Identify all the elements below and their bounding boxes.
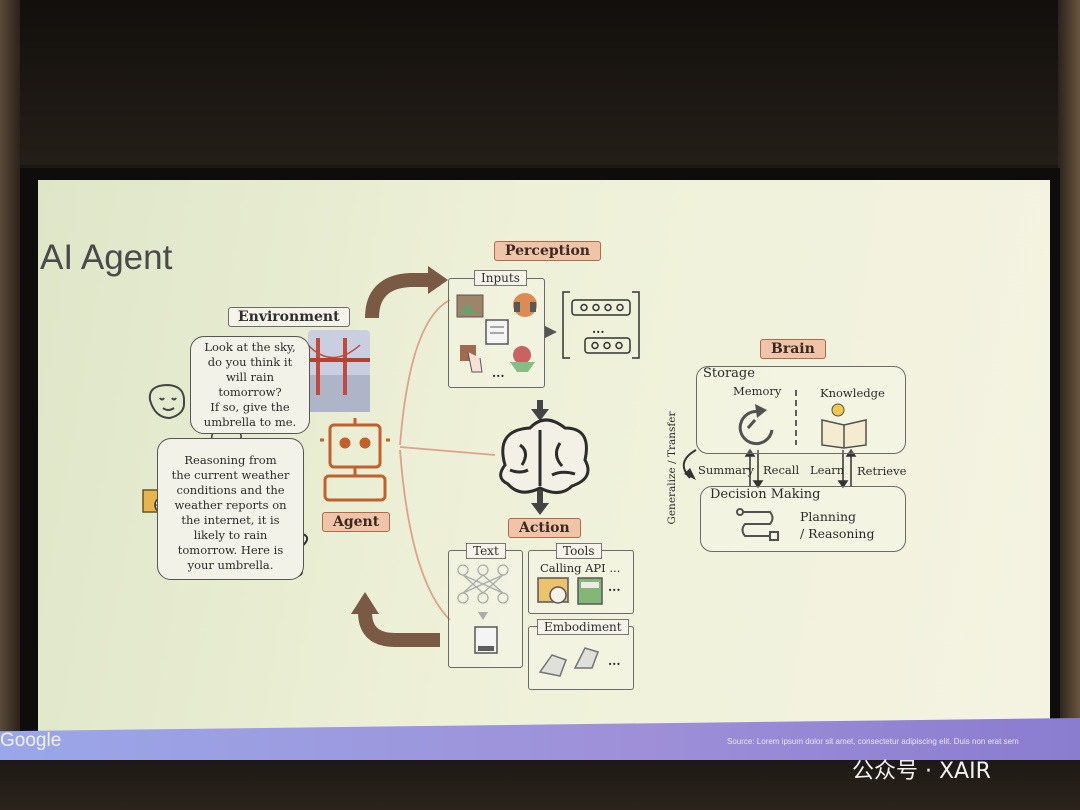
room-ceiling <box>0 0 1080 165</box>
connector-agent-brain <box>399 446 496 456</box>
location-input-icon <box>510 346 535 372</box>
arrow-down-2 <box>531 503 549 515</box>
connector-agent-action <box>399 449 451 621</box>
tools-label: Tools <box>556 543 602 559</box>
token-rows <box>571 299 631 354</box>
knowledge-book-icon <box>821 403 867 449</box>
action-label: Action <box>508 518 581 538</box>
reasoning-label: / Reasoning <box>800 526 875 541</box>
wechat-watermark: 公众号 · XAIR <box>816 753 991 785</box>
perception-label: Perception <box>494 241 601 261</box>
connector-agent-perception <box>399 299 451 446</box>
decision-making-label: Decision Making <box>710 487 821 502</box>
decision-making-box <box>700 486 906 552</box>
person-icon <box>148 383 186 420</box>
source-note: Source: Lorem ipsum dolor sit amet, cons… <box>727 737 1019 746</box>
bubble-line: do you think it <box>207 355 293 369</box>
room-wall-right <box>1058 0 1080 810</box>
planning-label: Planning <box>800 509 857 524</box>
memory-clock-icon <box>738 404 774 446</box>
audio-input-icon <box>513 293 537 317</box>
user-speech-bubble: Look at the sky, do you think it will ra… <box>190 336 310 434</box>
bubble-line: If so, give the <box>210 400 290 414</box>
arrow-head-right <box>428 266 448 294</box>
wechat-icon-spacer <box>816 757 846 781</box>
knowledge-label: Knowledge <box>820 386 885 400</box>
arrow-head-up <box>351 592 379 614</box>
screen-bottom-bezel <box>0 760 1080 810</box>
planning-path-icon <box>736 508 779 541</box>
touch-input-icon <box>460 345 483 373</box>
arrow-down-1 <box>531 409 549 421</box>
summary-label: Summary <box>698 463 754 477</box>
recall-label: Recall <box>763 463 800 477</box>
embodiment-box <box>528 626 634 690</box>
text-action-box <box>448 550 523 668</box>
embodiment-ellipsis: ... <box>608 654 621 668</box>
bubble-line: your umbrella. <box>187 558 274 572</box>
browser-globe-icon <box>537 577 569 604</box>
tokens-ellipsis: ... <box>592 322 605 336</box>
bubble-line: the current weather <box>171 468 290 482</box>
arrow-action-to-env <box>358 611 440 647</box>
bubble-line: will rain tomorrow? <box>218 370 282 399</box>
room-wall-left <box>0 0 20 810</box>
arrow-env-to-perception <box>365 273 430 319</box>
agent-speech-bubble: Reasoning from the current weather condi… <box>157 438 304 580</box>
environment-photo <box>307 330 370 412</box>
bubble-line: tomorrow. Here is <box>177 543 284 557</box>
slide-title: AI Agent <box>40 238 173 277</box>
image-input-icon <box>456 294 484 318</box>
generalize-transfer-label: Generalize / Transfer <box>666 411 678 525</box>
watermark-text: 公众号 · XAIR <box>852 759 991 784</box>
inputs-label: Inputs <box>474 270 527 286</box>
arrow-to-tokens <box>545 326 557 338</box>
robot-arm-icon <box>538 647 599 677</box>
storage-label: Storage <box>703 366 755 381</box>
arrow-down-text <box>478 612 488 620</box>
environment-label: Environment <box>228 307 350 327</box>
agent-label: Agent <box>322 512 391 532</box>
document-input-icon <box>485 319 509 345</box>
brain-label: Brain <box>760 339 826 359</box>
tools-calling-api: Calling API ... <box>540 561 621 575</box>
inputs-box <box>448 278 545 388</box>
tools-ellipsis: ... <box>608 580 621 594</box>
memory-label: Memory <box>733 384 782 398</box>
bubble-line: conditions and the <box>176 483 285 497</box>
bubble-line: Reasoning from <box>184 453 277 467</box>
learn-label: Learn <box>810 463 845 477</box>
tools-box <box>528 550 634 614</box>
network-icon <box>457 564 509 604</box>
bubble-line: umbrella to me. <box>203 415 297 429</box>
robot-icon <box>320 418 390 502</box>
bubble-line: weather reports on <box>174 498 287 512</box>
bubble-line: Look at the sky, <box>204 340 296 354</box>
brain-icon <box>499 418 590 494</box>
calculator-icon <box>577 577 603 605</box>
embodiment-label: Embodiment <box>537 619 629 635</box>
text-action-label: Text <box>466 543 506 559</box>
generated-doc-icon <box>474 626 498 654</box>
bubble-line: the internet, it is <box>181 513 280 527</box>
token-bracket <box>562 291 640 359</box>
bubble-line: likely to rain <box>193 528 268 542</box>
storage-box <box>696 366 906 454</box>
inputs-ellipsis: ... <box>492 366 505 380</box>
retrieve-label: Retrieve <box>857 464 907 478</box>
google-logo: Google <box>0 730 62 751</box>
